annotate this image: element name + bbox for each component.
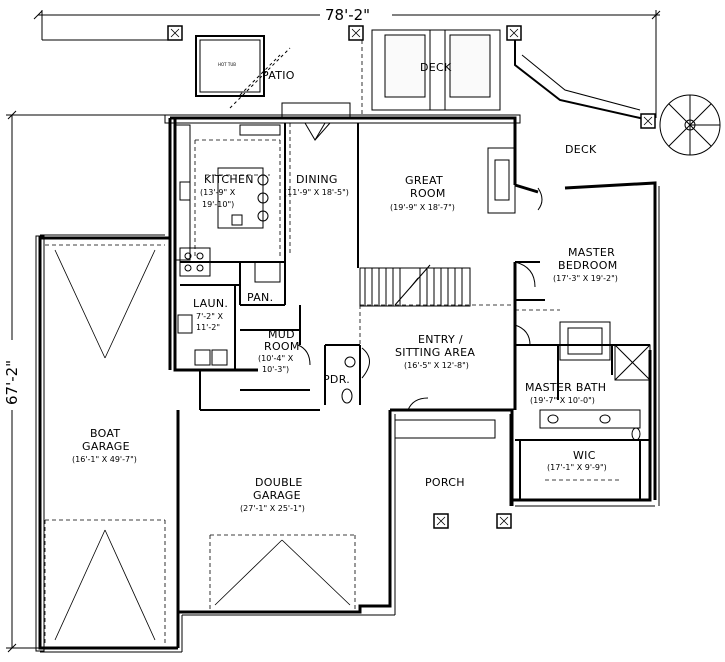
powder-fixtures — [341, 347, 370, 404]
dashed-lines — [44, 40, 620, 645]
staircase — [359, 264, 471, 307]
great-room-size: (19'-9" X 18'-7") — [390, 203, 455, 212]
double-garage-label-line2: GARAGE — [253, 489, 301, 502]
entry-door — [297, 344, 429, 411]
dining-size: (11'-9" X 18'-5") — [284, 188, 349, 197]
overall-dimensions — [6, 10, 661, 653]
interior-walls — [180, 123, 650, 500]
boat-garage-size: (16'-1" X 49'-7") — [72, 455, 137, 464]
laundry-size-line1: 7'-2" X — [196, 312, 223, 321]
master-bedroom-label-line2: BEDROOM — [558, 259, 618, 272]
boat-garage-label-line2: GARAGE — [82, 440, 130, 453]
porch-label: PORCH — [425, 476, 465, 489]
laundry-label: LAUN. — [193, 297, 228, 310]
column-crosses — [170, 28, 653, 526]
kitchen-fixtures — [174, 124, 281, 283]
dining-door — [304, 122, 331, 141]
powder-label: PDR. — [323, 373, 350, 386]
garage-door-marks — [54, 249, 351, 641]
upper-deck — [371, 29, 650, 119]
overall-width-label: 78'-2" — [325, 6, 370, 24]
master-bath-fixtures — [539, 321, 651, 441]
mud-room-label-line1: MUD — [268, 328, 295, 341]
entry-label-line2: SITTING AREA — [395, 346, 475, 359]
hot-tub-label: HOT TUB — [218, 62, 236, 67]
master-bedroom-size: (17'-3" X 19'-2") — [553, 274, 618, 283]
fireplace — [487, 147, 516, 214]
bedroom-doors — [514, 187, 543, 346]
wic-label: WIC — [573, 449, 596, 462]
overall-depth-label: 67'-2" — [3, 360, 21, 405]
master-bath-size: (19'-7" X 10'-0") — [530, 396, 595, 405]
mud-room-label-line2: ROOM — [264, 340, 300, 353]
laundry-fixtures — [177, 314, 228, 366]
wic-size: (17'-1" X 9'-9") — [547, 463, 607, 472]
boat-garage-label-line1: BOAT — [90, 427, 120, 440]
patio-label: PATIO — [262, 69, 295, 82]
master-bedroom-label-line1: MASTER — [568, 246, 615, 259]
great-room-label-line2: ROOM — [410, 187, 446, 200]
mud-room-size-line1: (10'-4" X — [258, 354, 294, 363]
kitchen-size-line1: (13'-9" X — [200, 188, 236, 197]
entry-label-line1: ENTRY / — [418, 333, 463, 346]
mud-room-size-line2: 10'-3") — [262, 365, 289, 374]
kitchen-size-line2: 19'-10") — [202, 200, 234, 209]
dining-label: DINING — [296, 173, 338, 186]
patio-area — [195, 35, 351, 118]
spiral-stair — [659, 94, 721, 156]
entry-size: (16'-5" X 12'-8") — [404, 361, 469, 370]
porch-bench — [394, 419, 496, 439]
right-deck-label: DECK — [565, 143, 597, 156]
double-garage-label-line1: DOUBLE — [255, 476, 303, 489]
pantry-label: PAN. — [247, 291, 273, 304]
double-garage-size: (27'-1" X 25'-1") — [240, 504, 305, 513]
wall-double-lines — [35, 114, 660, 653]
upper-deck-label: DECK — [420, 61, 452, 74]
kitchen-label: KITCHEN — [204, 173, 254, 186]
great-room-label-line1: GREAT — [405, 174, 443, 187]
master-bath-label: MASTER BATH — [525, 381, 606, 394]
laundry-size-line2: 11'-2" — [196, 323, 220, 332]
